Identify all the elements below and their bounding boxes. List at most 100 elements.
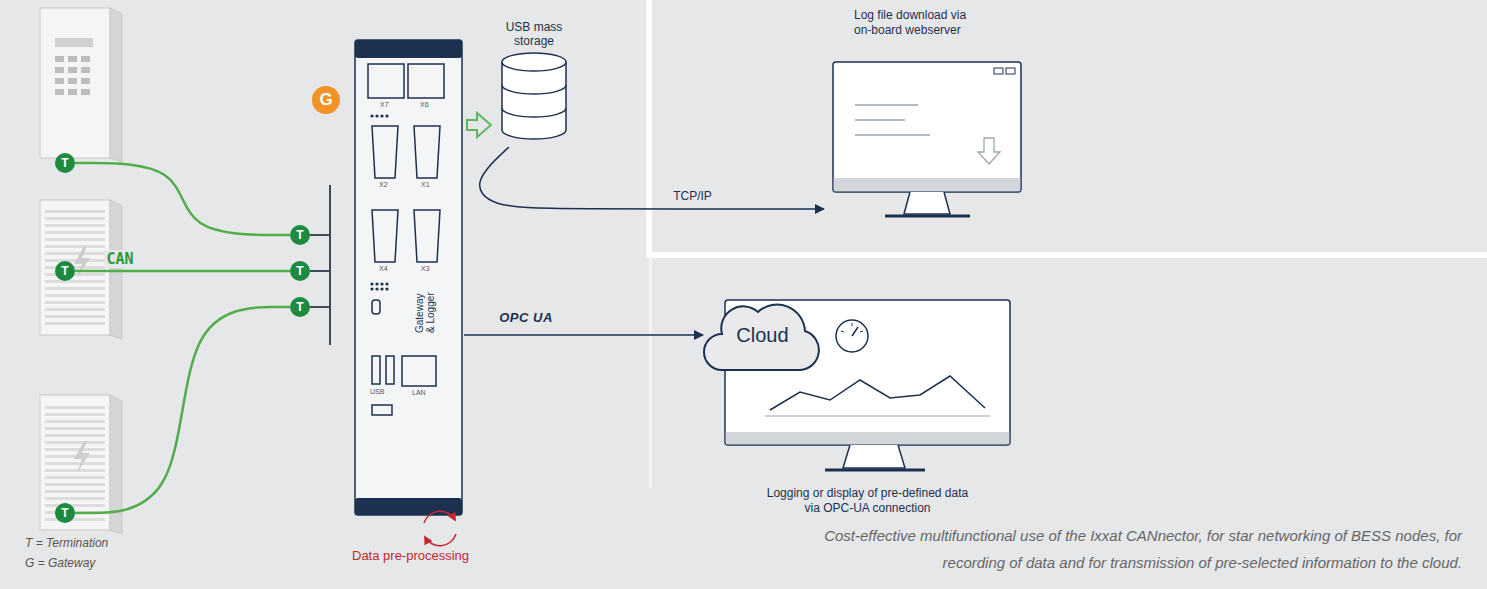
bess-cabinet (81, 89, 90, 95)
port-label: X6 (420, 101, 429, 108)
database-icon (502, 53, 566, 71)
port-label: X7 (380, 101, 389, 108)
bess-cabinet (68, 78, 77, 84)
can-bus-bar (310, 306, 330, 308)
panel-dividers (649, 258, 652, 488)
battery-cabinet (40, 395, 110, 530)
bess-cabinet (55, 89, 64, 95)
bess-cabinet (55, 78, 64, 84)
legend-note: G = Gateway (25, 556, 95, 570)
connection-arrow (464, 334, 703, 336)
port-label: X3 (421, 265, 430, 272)
diagram-node: USB mass storage (495, 20, 573, 147)
dashboard-monitor (765, 416, 990, 417)
can-bus-bar (310, 270, 330, 272)
termination-circle: T (290, 297, 310, 317)
gateway-device (372, 405, 392, 415)
port-label: X1 (421, 181, 430, 188)
dashboard-monitor (770, 376, 985, 410)
gateway-device (368, 64, 444, 415)
termination-circle: T (290, 225, 310, 245)
webserver-monitor (904, 192, 950, 214)
gateway-device (385, 287, 388, 290)
dashboard-monitor (841, 323, 863, 336)
node-text: T (61, 506, 68, 520)
pre-processing-arrows (425, 534, 456, 546)
gateway-device (372, 356, 380, 384)
bess-cabinet (81, 78, 90, 84)
bess-cabinet (40, 8, 122, 162)
battery-cabinet (40, 200, 122, 339)
node-text: Cloud (736, 324, 788, 347)
dashboard-monitor (852, 323, 853, 326)
battery-cabinet (74, 246, 90, 278)
gateway-device (355, 40, 462, 515)
node-text: T (296, 228, 303, 242)
webserver-monitor (855, 119, 905, 121)
node-text: T (61, 264, 68, 278)
data-flow-arrow (467, 113, 491, 137)
gateway-device (380, 287, 383, 290)
gateway-device (414, 210, 440, 262)
can-bus-bar (310, 234, 330, 236)
process-note: Data pre-processing (352, 548, 468, 563)
termination-circle: T (290, 261, 310, 281)
dashboard-monitor (825, 469, 925, 472)
cloud-shape (704, 305, 819, 370)
gateway-device (355, 40, 462, 515)
webserver-monitor (834, 178, 1021, 191)
dashboard-monitor (843, 445, 905, 468)
webserver-monitor (978, 138, 1000, 164)
edge-label: TCP/IP (673, 189, 712, 203)
legend-note: T = Termination (25, 536, 108, 550)
cloud-shape (704, 305, 819, 370)
bess-cabinet (55, 38, 93, 47)
gateway-device (408, 64, 444, 98)
termination-circle: T (55, 261, 75, 281)
gateway-device (386, 356, 394, 384)
pre-processing-arrows (424, 511, 455, 523)
database-icon (502, 53, 566, 139)
can-wire (75, 270, 290, 273)
can-bus-bar (329, 185, 331, 345)
gateway-badge: G (312, 86, 340, 114)
webserver-monitor (885, 215, 970, 218)
diagram-node: Gateway & Logger (355, 40, 462, 515)
battery-cabinet (45, 403, 105, 523)
gateway-device (380, 114, 383, 117)
battery-cabinet (110, 200, 122, 339)
gateway-device (370, 287, 373, 290)
battery-cabinet (74, 441, 90, 473)
bess-cabinet (110, 8, 122, 162)
node-text: G (319, 90, 332, 110)
figure-caption: Cost-effective multifunctional use of th… (762, 522, 1462, 576)
bess-cabinet (40, 8, 110, 158)
termination-circle: T (55, 503, 75, 523)
termination-circle: T (55, 153, 75, 173)
panel-dividers (646, 252, 1487, 258)
node-text: T (296, 264, 303, 278)
webserver-monitor (833, 62, 1021, 192)
node-text: Log file download via on-board webserver (830, 8, 986, 38)
gateway-device (402, 356, 436, 386)
bess-cabinet (68, 56, 77, 62)
port-label: USB (370, 388, 384, 395)
gateway-device (375, 287, 378, 290)
gateway-device (372, 300, 380, 314)
bess-cabinet (55, 56, 90, 95)
gateway-device (372, 210, 398, 262)
webserver-monitor (855, 104, 918, 106)
dashboard-monitor (726, 432, 1010, 444)
port-label: X4 (379, 265, 388, 272)
bess-cabinet (55, 67, 64, 73)
can-wire (75, 307, 290, 513)
gateway-device (385, 282, 388, 285)
gateway-device (385, 114, 388, 117)
dashboard-monitor (725, 300, 1010, 470)
battery-cabinet (45, 208, 105, 328)
gateway-device (375, 114, 378, 117)
webserver-monitor (833, 62, 1021, 216)
